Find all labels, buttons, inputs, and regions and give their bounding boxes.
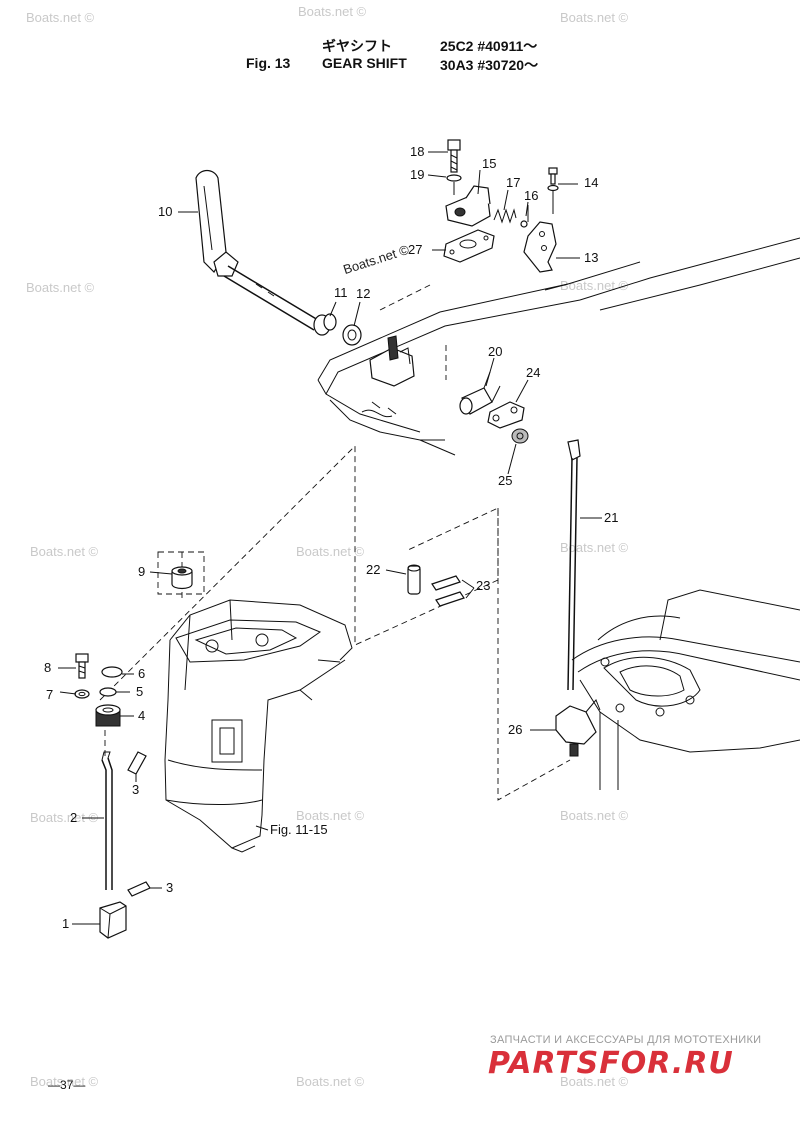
- callout-6: 6: [138, 666, 146, 681]
- washer-part-7: [74, 689, 90, 699]
- watermark: Boats.net ©: [26, 280, 95, 295]
- screw-part-14: [547, 167, 559, 214]
- lever-part-24: [487, 401, 525, 429]
- nut-part-25: [511, 428, 529, 444]
- callout-24: 24: [526, 365, 541, 380]
- figure-reference: Fig. 11-15: [270, 822, 328, 837]
- serial-range-1: 25C2 #40911～: [440, 38, 538, 54]
- callout-22: 22: [366, 562, 381, 577]
- plate-part-13: [523, 221, 557, 273]
- watermark: Boats.net ©: [296, 808, 365, 823]
- callout-26: 26: [508, 722, 523, 737]
- spring-part-17: [493, 208, 517, 224]
- shop-tagline: ЗАПЧАСТИ И АКСЕССУАРЫ ДЛЯ МОТОТЕХНИКИ: [490, 1034, 762, 1046]
- serial-range-2: 30A3 #30720～: [440, 57, 539, 73]
- lower-unit-housing: [164, 599, 353, 853]
- o-ring-part-5: [99, 687, 117, 697]
- ball-part-16: [520, 220, 528, 228]
- bushing-part-12: [342, 324, 362, 346]
- bushing-part-4: [95, 704, 121, 727]
- callout-25: 25: [498, 473, 513, 488]
- watermark: Boats.net ©: [560, 540, 629, 555]
- callout-11: 11: [334, 285, 348, 300]
- bracket-part-15: [445, 185, 491, 227]
- watermark: Boats.net ©: [30, 810, 99, 825]
- shift-handle-part-10: [195, 169, 331, 336]
- callout-13: 13: [584, 250, 599, 265]
- callout-10: 10: [158, 204, 173, 219]
- washer-part-11: [323, 313, 337, 331]
- watermark: Boats.net ©: [296, 1074, 365, 1089]
- clip-part-23: [431, 575, 465, 607]
- watermark: Boats.net ©: [298, 4, 367, 19]
- clip-part-3-upper: [127, 751, 147, 775]
- watermark: Boats.net ©: [560, 1074, 629, 1089]
- callout-23: 23: [476, 578, 491, 593]
- shift-rod-part-21: [567, 439, 581, 691]
- callout-5: 5: [136, 684, 144, 699]
- shop-logo: PARTSFOR.RU: [488, 1046, 734, 1081]
- washer-part-19: [446, 174, 462, 182]
- watermark: Boats.net ©: [30, 544, 99, 559]
- grommet-part-26: [555, 699, 601, 757]
- callout-12: 12: [356, 286, 371, 301]
- clip-part-3-lower: [127, 881, 151, 897]
- watermark: Boats.net ©: [560, 10, 629, 25]
- watermark: Boats.net ©: [560, 808, 629, 823]
- figure-number: Fig. 13: [246, 55, 291, 71]
- title-japanese: ギヤシフト: [322, 38, 392, 54]
- bolt-part-8: [75, 653, 89, 679]
- connector-part-1: [99, 901, 127, 939]
- callout-27: 27: [408, 242, 423, 257]
- gasket-part-27: [443, 229, 495, 263]
- callout-14: 14: [584, 175, 599, 190]
- callout-7: 7: [46, 687, 54, 702]
- shift-rod-part-2: [101, 751, 113, 890]
- callout-2: 2: [70, 810, 78, 825]
- shift-lever-assembly: [369, 335, 415, 387]
- watermark: Boats.net ©: [30, 1074, 99, 1089]
- callout-17: 17: [506, 175, 521, 190]
- callout-15: 15: [482, 156, 497, 171]
- watermark: Boats.net ©: [26, 10, 95, 25]
- mount-bracket: [571, 589, 800, 790]
- bolt-part-18: [447, 139, 461, 173]
- callout-16: 16: [524, 188, 539, 203]
- callout-8: 8: [44, 660, 52, 675]
- callout-21: 21: [604, 510, 619, 525]
- o-ring-part-6: [101, 666, 123, 678]
- callout-19: 19: [410, 167, 425, 182]
- callout-20: 20: [488, 344, 503, 359]
- callout-1: 1: [62, 916, 70, 931]
- joint-part-20: [459, 371, 501, 415]
- callout-3-lower: 3: [166, 880, 174, 895]
- callout-4: 4: [138, 708, 146, 723]
- callout-18: 18: [410, 144, 425, 159]
- page-number: —37—: [48, 1078, 86, 1092]
- title-english: GEAR SHIFT: [322, 55, 407, 71]
- watermark: Boats.net ©: [296, 544, 365, 559]
- grommet-part-9: [157, 551, 205, 595]
- dashed-guide-lines: [99, 284, 571, 801]
- leader-lines: [58, 151, 602, 925]
- callout-9: 9: [138, 564, 146, 579]
- callout-3-upper: 3: [132, 782, 140, 797]
- pin-part-22: [407, 564, 421, 595]
